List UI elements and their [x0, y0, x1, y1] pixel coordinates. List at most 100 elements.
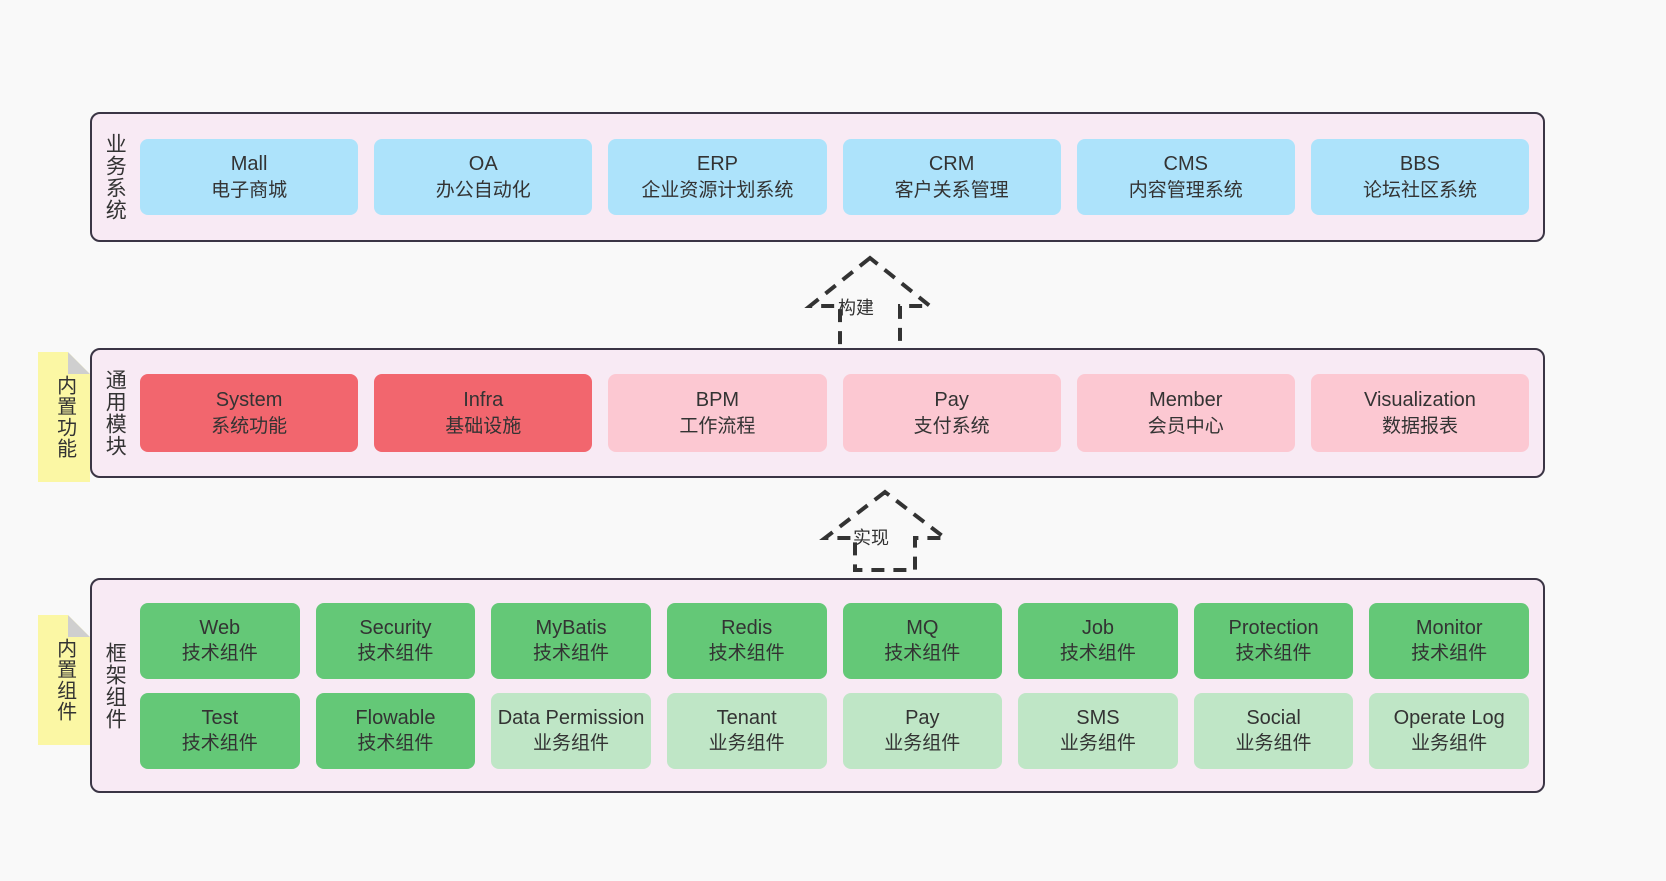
framework-components-layer: 框架组件 Web 技术组件 Security 技术组件 MyBatis 技术组件…	[90, 578, 1545, 793]
card-subtitle: 工作流程	[679, 415, 756, 437]
implement-arrow-icon	[819, 489, 951, 572]
card-title: Test	[201, 706, 239, 729]
card-subtitle: 技术组件	[181, 733, 258, 755]
card-subtitle: 会员中心	[1147, 415, 1224, 437]
framework-card-pay[interactable]: Pay 业务组件	[842, 692, 1003, 769]
module-card-bpm[interactable]: BPM 工作流程	[608, 374, 827, 452]
framework-card-redis[interactable]: Redis 技术组件	[666, 602, 827, 679]
card-subtitle: 业务组件	[884, 733, 961, 755]
card-subtitle: 业务组件	[1059, 733, 1136, 755]
card-title: Monitor	[1415, 616, 1483, 639]
card-title: BBS	[1399, 153, 1440, 176]
card-title: Security	[359, 616, 432, 639]
note-builtin-components: 内置组件	[38, 615, 90, 745]
card-subtitle: 技术组件	[1411, 643, 1488, 665]
common-modules-row: System 系统功能 Infra 基础设施 BPM 工作流程 Pay 支付系统…	[140, 374, 1530, 452]
framework-tech-row: Web 技术组件 Security 技术组件 MyBatis 技术组件 Redi…	[140, 602, 1529, 679]
framework-card-monitor[interactable]: Monitor 技术组件	[1369, 602, 1529, 679]
card-subtitle: 基础设施	[445, 415, 522, 437]
card-title: System	[215, 389, 283, 412]
implement-generalization-arrow: 实现	[815, 489, 965, 572]
note-builtin-features: 内置功能	[38, 352, 90, 482]
card-title: Member	[1149, 389, 1223, 412]
card-title: MyBatis	[535, 616, 607, 639]
card-subtitle: 技术组件	[533, 643, 610, 665]
build-arrow-label: 构建	[838, 298, 874, 318]
module-card-system[interactable]: System 系统功能	[140, 374, 359, 452]
common-modules-layer-label: 通用模块	[103, 369, 127, 457]
business-card-oa[interactable]: OA 办公自动化	[374, 139, 593, 215]
business-card-erp[interactable]: ERP 企业资源计划系统	[608, 139, 827, 215]
card-subtitle: 系统功能	[211, 415, 288, 437]
framework-card-data-permission[interactable]: Data Permission 业务组件	[491, 692, 651, 769]
framework-card-social[interactable]: Social 业务组件	[1193, 692, 1354, 769]
business-card-crm[interactable]: CRM 客户关系管理	[842, 139, 1061, 215]
card-title: Web	[199, 616, 241, 639]
framework-card-sms[interactable]: SMS 业务组件	[1018, 692, 1178, 769]
card-title: Tenant	[716, 706, 777, 729]
framework-components-layer-body: Web 技术组件 Security 技术组件 MyBatis 技术组件 Redi…	[136, 580, 1543, 791]
framework-card-flowable[interactable]: Flowable 技术组件	[315, 692, 476, 769]
card-title: Operate Log	[1393, 706, 1505, 729]
card-title: Visualization	[1363, 389, 1476, 412]
card-subtitle: 内容管理系统	[1128, 179, 1243, 201]
note-builtin-components-label: 内置组件	[53, 638, 76, 722]
card-subtitle: 技术组件	[708, 643, 785, 665]
card-subtitle: 企业资源计划系统	[641, 179, 794, 201]
card-subtitle: 技术组件	[884, 643, 961, 665]
build-arrow-icon	[804, 255, 936, 352]
business-card-cms[interactable]: CMS 内容管理系统	[1076, 139, 1295, 215]
framework-card-test[interactable]: Test 技术组件	[140, 692, 300, 769]
module-card-infra[interactable]: Infra 基础设施	[374, 374, 593, 452]
business-system-layer-label: 业务系统	[103, 133, 127, 221]
note-fold-corner-icon	[68, 352, 90, 374]
framework-card-tenant[interactable]: Tenant 业务组件	[666, 692, 827, 769]
card-title: ERP	[696, 153, 738, 176]
card-title: Data Permission	[497, 706, 645, 729]
card-subtitle: 技术组件	[181, 643, 258, 665]
card-title: OA	[468, 153, 498, 176]
common-modules-layer-body: System 系统功能 Infra 基础设施 BPM 工作流程 Pay 支付系统…	[136, 350, 1543, 476]
framework-components-layer-label: 框架组件	[103, 641, 127, 730]
card-subtitle: 办公自动化	[435, 179, 531, 201]
framework-card-security[interactable]: Security 技术组件	[315, 602, 476, 679]
business-card-mall[interactable]: Mall 电子商城	[140, 139, 359, 215]
framework-card-protection[interactable]: Protection 技术组件	[1193, 602, 1354, 679]
module-card-pay[interactable]: Pay 支付系统	[842, 374, 1061, 452]
card-subtitle: 客户关系管理	[894, 179, 1009, 201]
card-subtitle: 技术组件	[357, 643, 434, 665]
card-title: Protection	[1228, 616, 1319, 639]
card-subtitle: 支付系统	[913, 415, 990, 437]
framework-card-mq[interactable]: MQ 技术组件	[842, 602, 1003, 679]
card-title: Pay	[905, 706, 940, 729]
card-subtitle: 技术组件	[1235, 643, 1312, 665]
card-title: Infra	[463, 389, 504, 412]
card-subtitle: 业务组件	[1235, 733, 1312, 755]
card-subtitle: 业务组件	[1411, 733, 1488, 755]
card-subtitle: 业务组件	[708, 733, 785, 755]
card-title: Job	[1081, 616, 1115, 639]
card-subtitle: 数据报表	[1381, 415, 1458, 437]
card-title: Mall	[230, 153, 268, 176]
card-subtitle: 论坛社区系统	[1362, 179, 1477, 201]
framework-card-job[interactable]: Job 技术组件	[1018, 602, 1178, 679]
business-system-layer-body: Mall 电子商城 OA 办公自动化 ERP 企业资源计划系统 CRM 客户关系…	[136, 114, 1543, 240]
framework-card-web[interactable]: Web 技术组件	[140, 602, 300, 679]
card-subtitle: 业务组件	[533, 733, 610, 755]
card-title: BPM	[695, 389, 740, 412]
card-title: Redis	[721, 616, 773, 639]
framework-card-mybatis[interactable]: MyBatis 技术组件	[491, 602, 651, 679]
card-title: Pay	[934, 389, 969, 412]
card-subtitle: 电子商城	[211, 179, 288, 201]
business-system-layer: 业务系统 Mall 电子商城 OA 办公自动化 ERP 企业资源计划系统 CRM…	[90, 112, 1545, 242]
card-title: CRM	[928, 153, 975, 176]
module-card-member[interactable]: Member 会员中心	[1076, 374, 1295, 452]
card-title: CMS	[1163, 153, 1208, 176]
note-builtin-features-label: 内置功能	[53, 375, 76, 459]
framework-card-operate-log[interactable]: Operate Log 业务组件	[1369, 692, 1529, 769]
business-system-row: Mall 电子商城 OA 办公自动化 ERP 企业资源计划系统 CRM 客户关系…	[140, 139, 1530, 215]
card-title: Flowable	[355, 706, 436, 729]
module-card-visualization[interactable]: Visualization 数据报表	[1310, 374, 1530, 452]
business-card-bbs[interactable]: BBS 论坛社区系统	[1310, 139, 1530, 215]
